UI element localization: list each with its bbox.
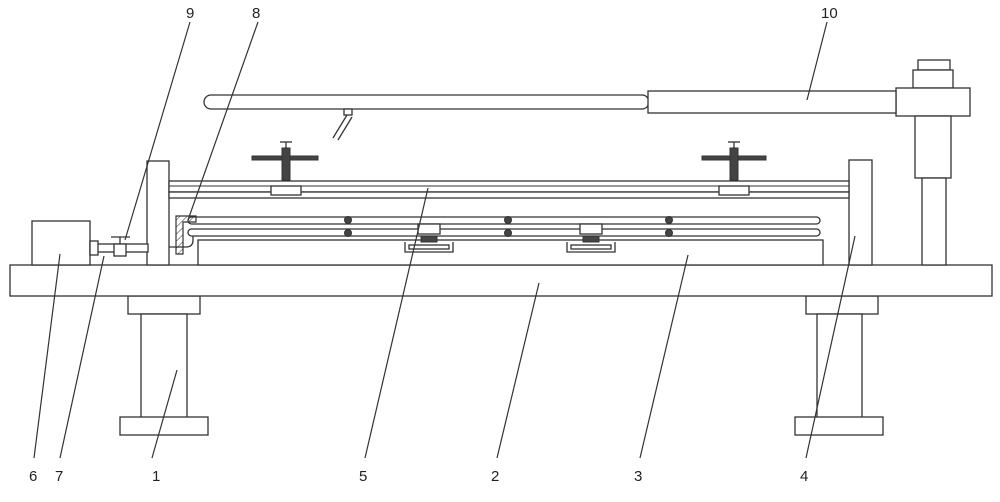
callout-10: 10	[821, 5, 838, 22]
left-handwheel-clamp	[251, 141, 319, 196]
callout-2: 2	[491, 468, 499, 485]
left-clamp-block	[404, 223, 454, 253]
callout-6: 6	[29, 468, 37, 485]
callout-4: 4	[800, 468, 808, 485]
callout-7: 7	[55, 468, 63, 485]
l-bracket	[175, 215, 197, 255]
callout-1: 1	[152, 468, 160, 485]
overhead-beam	[203, 90, 897, 141]
pipe-bend	[169, 236, 194, 248]
pipe	[89, 240, 149, 257]
callout-9: 9	[186, 5, 194, 22]
support-plate	[197, 239, 824, 266]
callout-8: 8	[252, 5, 260, 22]
left-column	[146, 160, 170, 266]
left-leg	[119, 295, 209, 436]
right-leg	[794, 295, 884, 436]
callout-5: 5	[359, 468, 367, 485]
box	[31, 220, 91, 266]
base-table	[9, 264, 993, 297]
right-handwheel-clamp	[701, 141, 767, 196]
right-tower	[895, 59, 971, 266]
tube-assembly	[187, 216, 821, 237]
valve	[111, 236, 130, 244]
right-clamp-block	[566, 223, 616, 253]
leader-lines	[33, 21, 856, 459]
callout-3: 3	[634, 468, 642, 485]
